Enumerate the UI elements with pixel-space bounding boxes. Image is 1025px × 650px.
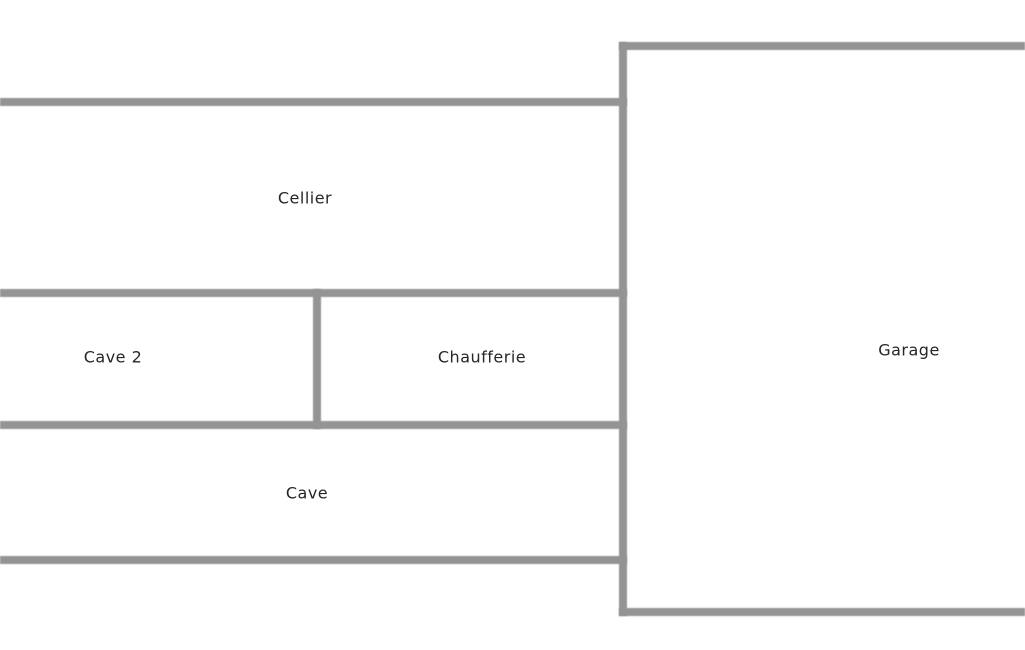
room-label-garage: Garage (878, 340, 940, 360)
room-cave-2 (0, 297, 313, 421)
wall-garage-top (619, 42, 1025, 50)
room-label-cave-2: Cave 2 (83, 347, 143, 367)
room-chaufferie (321, 297, 619, 421)
wall-cellier-top (0, 98, 627, 106)
wall-cave-bottom (0, 556, 627, 564)
room-label-chaufferie: Chaufferie (437, 347, 527, 367)
wall-garage-left (619, 42, 627, 616)
room-garage (627, 50, 1025, 608)
wall-garage-bottom (619, 608, 1025, 616)
room-cellier (0, 106, 619, 289)
room-cave (0, 429, 619, 556)
wall-cave2-chaufferie-divider (313, 289, 321, 429)
room-label-cellier: Cellier (277, 188, 333, 208)
room-label-cave: Cave (285, 483, 329, 503)
